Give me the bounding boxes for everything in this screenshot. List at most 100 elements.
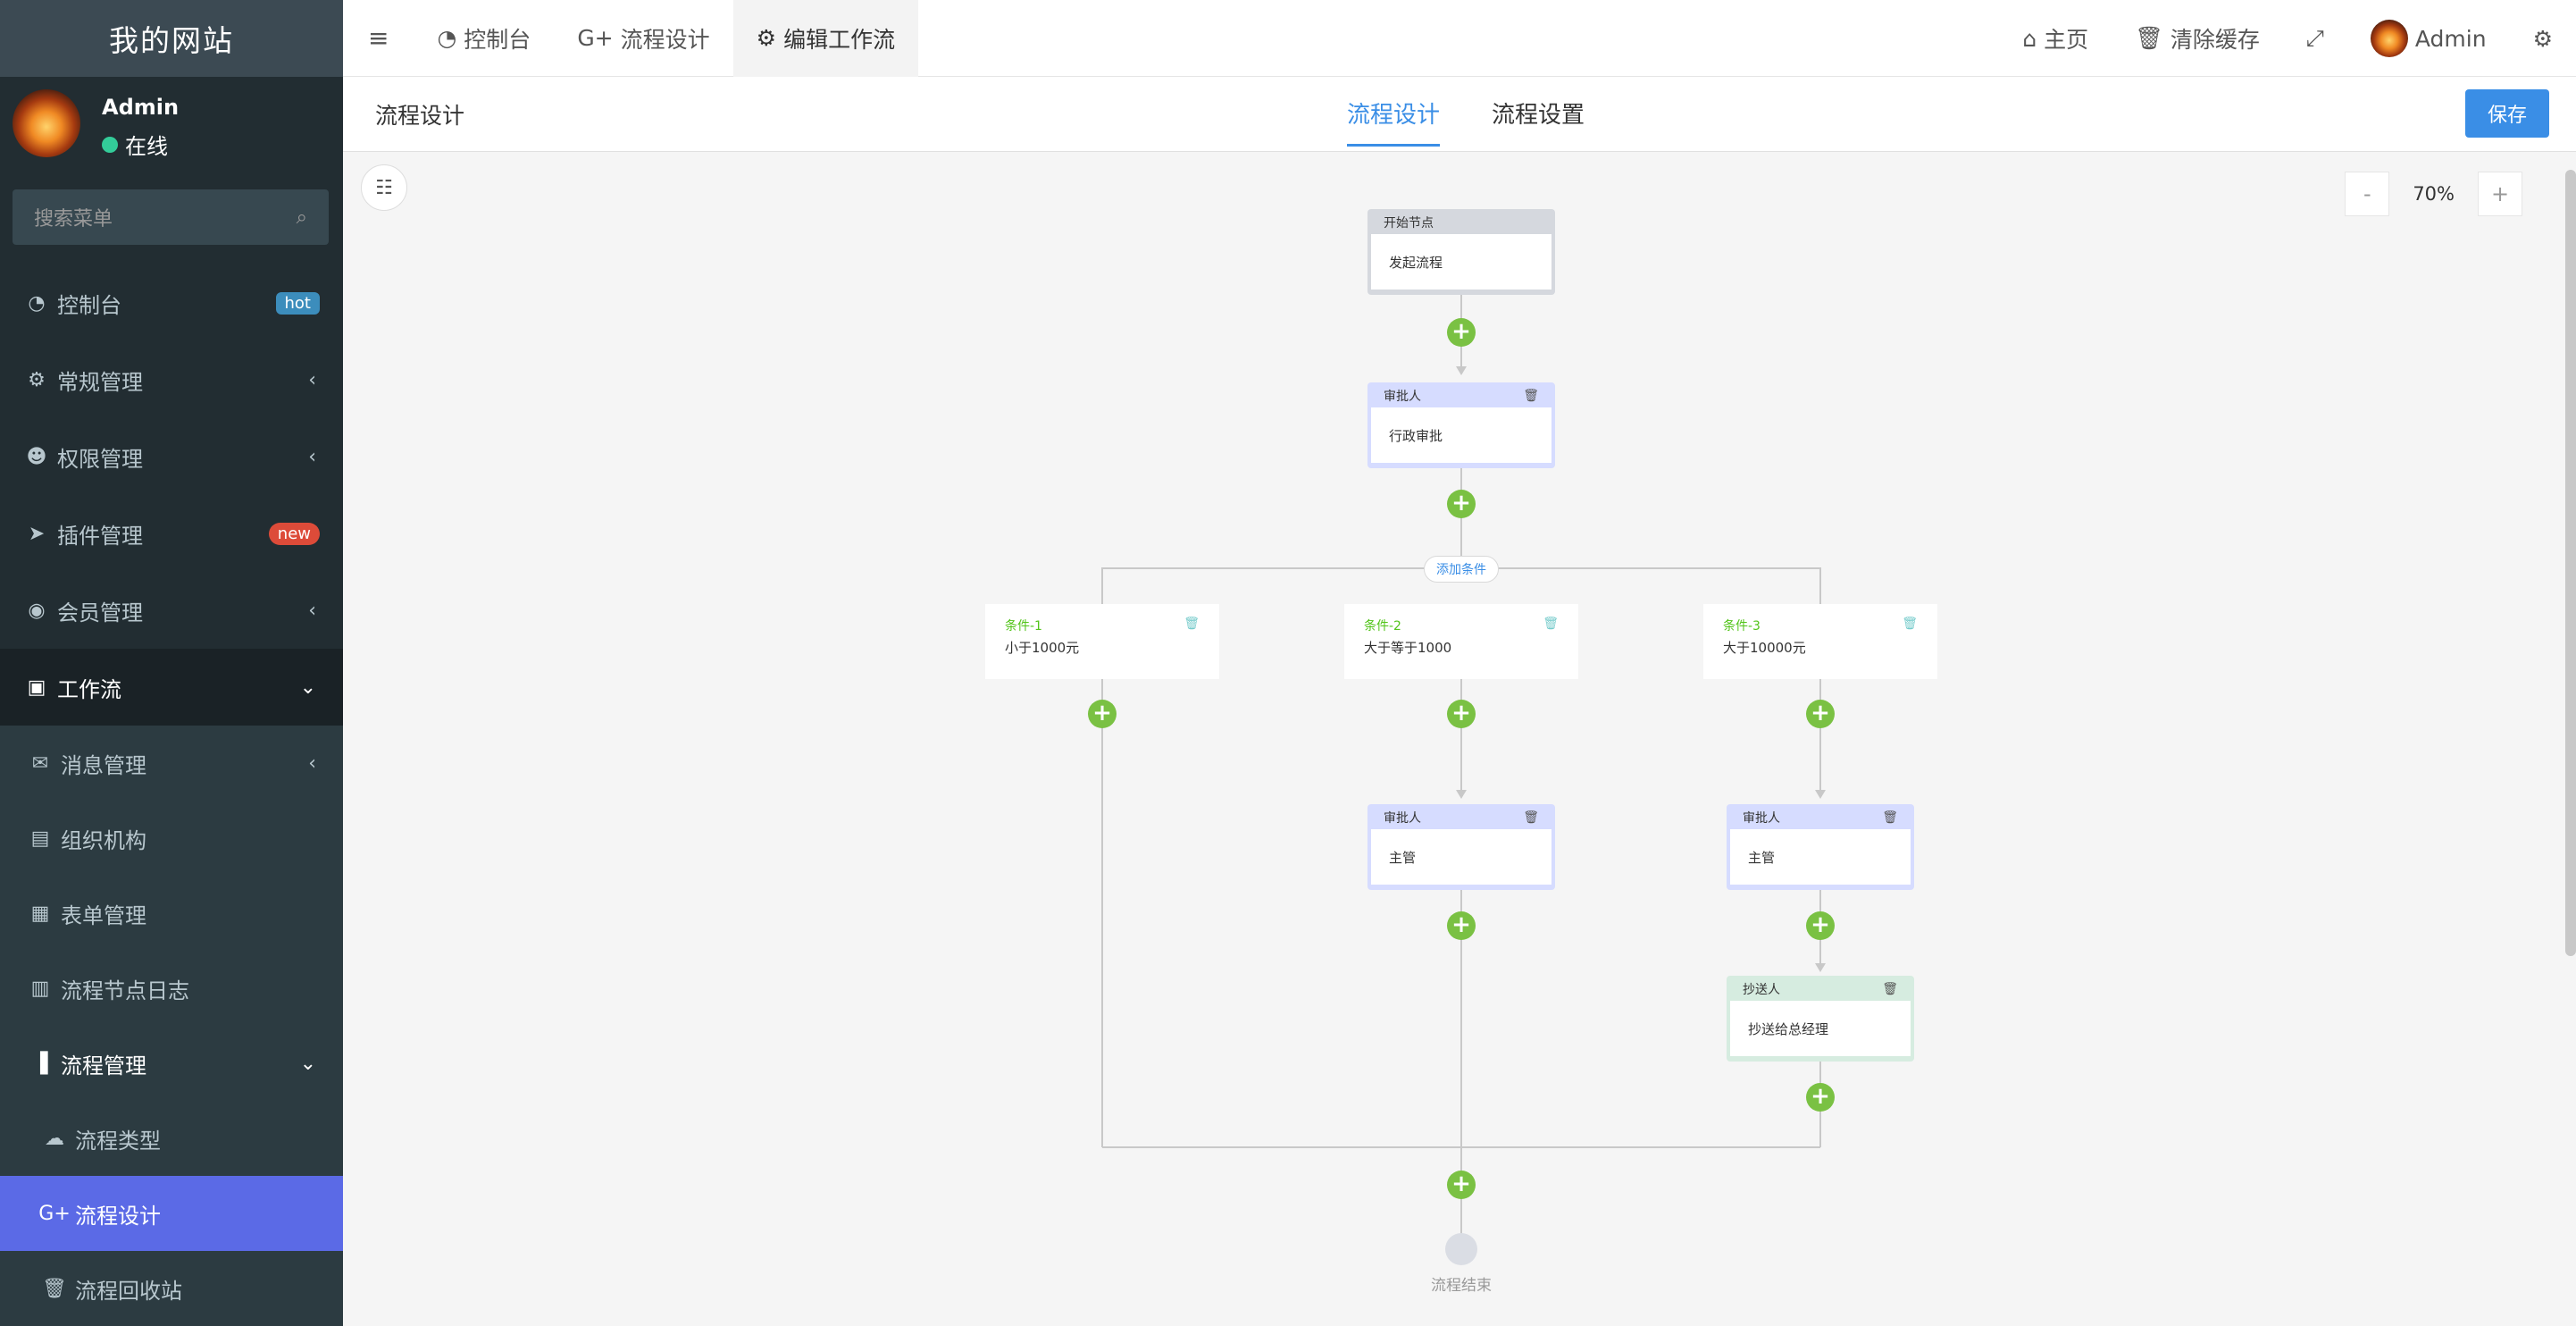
settings-icon[interactable]: ⚙ <box>2532 25 2553 52</box>
user-circle-icon: ◉ <box>28 599 46 622</box>
rocket-icon: ➤ <box>28 522 46 545</box>
designer-header: 流程设计 流程设计 流程设置 保存 <box>343 77 2576 152</box>
sidebar-item-dashboard[interactable]: ◔ 控制台 hot <box>0 264 343 341</box>
google-plus-icon: G+ <box>38 1202 71 1225</box>
new-badge: new <box>268 522 320 545</box>
add-node-button[interactable]: + <box>1447 318 1476 347</box>
add-node-button[interactable]: + <box>1806 911 1835 940</box>
org-icon: ▤ <box>30 827 50 850</box>
condition-title: 条件-1 <box>1005 619 1042 634</box>
online-dot-icon <box>102 136 118 153</box>
gear-icon: ⚙ <box>756 25 777 51</box>
tab-dashboard[interactable]: ◔ 控制台 <box>414 0 554 77</box>
save-button[interactable]: 保存 <box>2465 89 2549 138</box>
sidebar-item-process-recycle[interactable]: 🗑 流程回收站 <box>0 1251 343 1326</box>
cc-node[interactable]: 抄送人🗑 抄送给总经理 <box>1727 976 1914 1062</box>
menu-search-input[interactable]: 搜索菜单 ⌕ <box>13 189 329 245</box>
condition-node[interactable]: 条件-2🗑 大于等于1000 <box>1344 604 1578 679</box>
trash-icon: 🗑 <box>42 1277 67 1300</box>
grid-menu-icon[interactable]: ☷ <box>361 164 407 211</box>
add-condition-button[interactable]: 添加条件 <box>1424 556 1499 583</box>
sidebar-item-label: 组织机构 <box>61 827 146 853</box>
delete-node-icon[interactable]: 🗑 <box>1882 982 1898 996</box>
search-icon[interactable]: ⌕ <box>296 206 307 229</box>
delete-node-icon[interactable]: 🗑 <box>1523 810 1539 825</box>
sidebar-item-label: 权限管理 <box>57 446 143 472</box>
delete-condition-icon[interactable]: 🗑 <box>1902 617 1918 631</box>
sidebar-item-workflow[interactable]: ▣ 工作流 ⌄ <box>0 649 343 726</box>
node-body: 主管 <box>1730 829 1911 885</box>
delete-node-icon[interactable]: 🗑 <box>1523 389 1539 403</box>
calendar-icon: ▥ <box>30 977 50 1000</box>
trash-icon: 🗑 <box>2135 25 2163 51</box>
sidebar-item-auth[interactable]: ☻ 权限管理 ‹ <box>0 418 343 495</box>
end-node <box>1445 1233 1477 1265</box>
add-node-button[interactable]: + <box>1447 1171 1476 1199</box>
home-icon: ⌂ <box>2022 25 2037 52</box>
sidebar-item-process-mgmt[interactable]: ▐ 流程管理 ⌄ <box>0 1026 343 1101</box>
add-node-button[interactable]: + <box>1088 700 1117 728</box>
sidebar-item-addons[interactable]: ➤ 插件管理 new <box>0 495 343 572</box>
topbar: ≡ ◔ 控制台 G+ 流程设计 ⚙ 编辑工作流 ⌂ 主页 🗑 清除缓存 ⤢ <box>343 0 2576 77</box>
search-placeholder: 搜索菜单 <box>34 208 113 231</box>
home-label: 主页 <box>2044 27 2089 53</box>
tab-edit-workflow[interactable]: ⚙ 编辑工作流 <box>732 0 919 77</box>
fullscreen-icon[interactable]: ⤢ <box>2305 25 2324 51</box>
tab-process-design[interactable]: G+ 流程设计 <box>554 0 732 77</box>
delete-condition-icon[interactable]: 🗑 <box>1183 617 1200 631</box>
sidebar-item-messages[interactable]: ✉ 消息管理 ‹ <box>0 726 343 801</box>
condition-desc: 大于10000元 <box>1723 640 1806 656</box>
add-node-button[interactable]: + <box>1806 700 1835 728</box>
menu-toggle-icon[interactable]: ≡ <box>368 23 389 53</box>
chevron-left-icon: ‹ <box>308 599 316 622</box>
home-link[interactable]: ⌂ 主页 <box>1999 0 2112 77</box>
condition-node[interactable]: 条件-3🗑 大于10000元 <box>1703 604 1937 679</box>
node-header: 抄送人 <box>1743 983 1780 997</box>
add-node-button[interactable]: + <box>1806 1083 1835 1112</box>
sidebar-item-general[interactable]: ⚙ 常规管理 ‹ <box>0 341 343 418</box>
sidebar-item-label: 消息管理 <box>61 752 146 778</box>
flow-canvas[interactable]: ☷ - 70% + <box>343 152 2576 1326</box>
user-menu[interactable]: Admin <box>2347 0 2510 77</box>
users-icon: ☻ <box>26 445 47 468</box>
node-header: 审批人 <box>1384 811 1421 826</box>
user-name: Admin <box>102 95 180 120</box>
delete-node-icon[interactable]: 🗑 <box>1882 810 1898 825</box>
start-node[interactable]: 开始节点 发起流程 <box>1367 209 1555 295</box>
chevron-left-icon: ‹ <box>308 368 316 391</box>
form-icon: ▦ <box>30 902 50 925</box>
zoom-out-button[interactable]: - <box>2345 172 2390 216</box>
delete-condition-icon[interactable]: 🗑 <box>1543 617 1559 631</box>
sidebar-item-process-type[interactable]: ☁ 流程类型 <box>0 1101 343 1176</box>
site-logo[interactable]: 我的网站 <box>0 0 343 77</box>
zoom-level: 70% <box>2413 183 2455 205</box>
sidebar-item-forms[interactable]: ▦ 表单管理 <box>0 876 343 951</box>
add-node-button[interactable]: + <box>1447 490 1476 518</box>
sidebar-item-label: 会员管理 <box>57 600 143 625</box>
add-node-button[interactable]: + <box>1447 700 1476 728</box>
clear-cache-button[interactable]: 🗑 清除缓存 <box>2112 0 2283 77</box>
add-node-button[interactable]: + <box>1447 911 1476 940</box>
approver-node[interactable]: 审批人 🗑 主管 <box>1727 804 1914 890</box>
sidebar-item-label: 常规管理 <box>57 369 143 395</box>
avatar <box>2370 20 2408 57</box>
sidebar-item-process-design[interactable]: G+ 流程设计 <box>0 1176 343 1251</box>
tab-settings[interactable]: 流程设置 <box>1492 102 1585 129</box>
sidebar-item-label: 流程设计 <box>75 1203 161 1229</box>
sidebar-item-org[interactable]: ▤ 组织机构 <box>0 801 343 876</box>
chevron-down-icon: ⌄ <box>299 676 316 699</box>
vertical-scrollbar[interactable] <box>2565 170 2576 956</box>
approver-node[interactable]: 审批人🗑 行政审批 <box>1367 382 1555 468</box>
cloud-icon: ☁ <box>45 1127 64 1150</box>
sidebar-item-node-log[interactable]: ▥ 流程节点日志 <box>0 951 343 1026</box>
cogs-icon: ⚙ <box>28 368 46 391</box>
tab-design[interactable]: 流程设计 <box>1347 97 1441 147</box>
sidebar-item-members[interactable]: ◉ 会员管理 ‹ <box>0 572 343 649</box>
approver-node[interactable]: 审批人🗑 主管 <box>1367 804 1555 890</box>
condition-node[interactable]: 条件-1🗑 小于1000元 <box>985 604 1219 679</box>
hot-badge: hot <box>275 291 320 315</box>
zoom-in-button[interactable]: + <box>2478 172 2522 216</box>
condition-title: 条件-2 <box>1364 619 1401 634</box>
node-header: 审批人 <box>1743 811 1780 826</box>
sidebar-item-label: 流程节点日志 <box>61 978 189 1003</box>
